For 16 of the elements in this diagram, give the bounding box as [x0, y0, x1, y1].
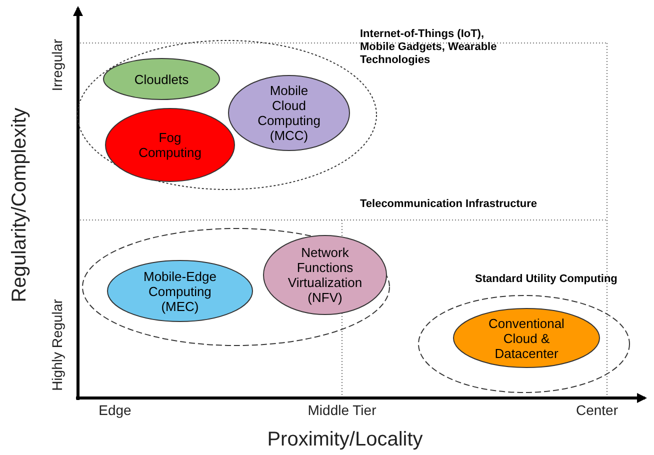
node-label: Cloudlets: [134, 72, 189, 86]
group-heading: Internet-of-Things (IoT), Mobile Gadgets, Wearable Technologies: [360, 28, 498, 67]
node-label: Mobile Cloud Computing (MCC): [256, 83, 322, 143]
node-label: Conventional Cloud & Datacenter: [488, 316, 566, 360]
group-heading: Telecommunication Infrastructure: [360, 198, 538, 211]
axis-tick-label: Irregular: [49, 38, 65, 92]
node-label: Network Functions Virtualization (NFV): [286, 245, 364, 305]
group-heading: Standard Utility Computing: [475, 273, 618, 286]
axis-tick-label: Middle Tier: [308, 402, 376, 418]
axis-title: Regularity/Complexity: [8, 108, 32, 302]
axis-title: Proximity/Locality: [267, 428, 423, 452]
node-label: Fog Computing: [138, 130, 202, 160]
node-label: Mobile-Edge Computing (MEC): [142, 268, 218, 314]
axis-tick-label: Highly Regular: [49, 299, 65, 391]
axis-tick-label: Edge: [98, 402, 132, 418]
axis-tick-label: Center: [576, 402, 618, 418]
